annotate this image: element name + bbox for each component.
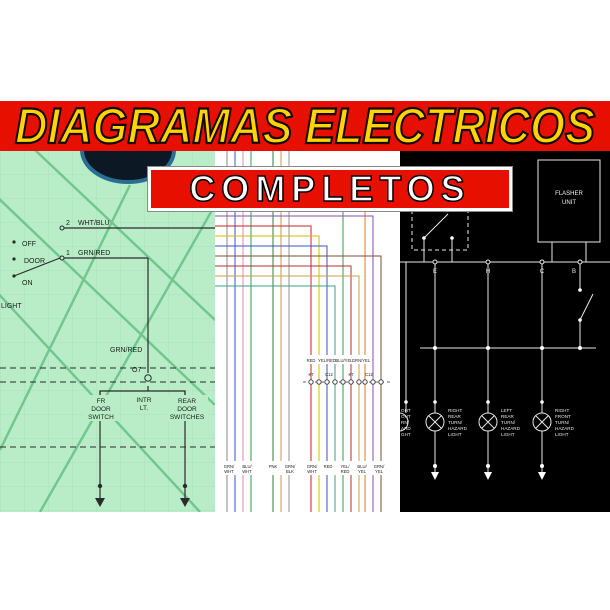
junction-dots [404, 236, 582, 468]
lamp-symbols [400, 412, 552, 432]
wire-color-label: GRN/BLK [285, 464, 296, 474]
wire-color-label: BLU/YEL [357, 464, 367, 474]
poster-subtitle: COMPLETOS [189, 168, 471, 209]
wire-color-label: BLU/YEL [335, 358, 353, 363]
switch-pos-on: ON [22, 280, 33, 287]
switch-dot [12, 240, 16, 244]
connector-label: K7 [308, 372, 314, 377]
connector-label: K7 [348, 372, 354, 377]
wire-pin-2: 2 [66, 220, 70, 227]
wire-label-grn-red-2: GRN/RED [110, 347, 142, 354]
connector-symbol [144, 374, 152, 382]
terminal-e-label: E [433, 269, 437, 275]
wire-pin-1: 1 [66, 250, 70, 257]
terminal-h-label: H [486, 269, 490, 275]
terminal-c-label: C [540, 269, 545, 275]
wire-color-label: RED [324, 464, 333, 469]
connector-o7-label: O7 [132, 367, 141, 374]
terminal-b-label: B [572, 269, 576, 275]
wire-color-label: PNK [269, 464, 278, 469]
switch-pos-off: OFF [22, 241, 36, 248]
wire-color-label: BLU/WHT [242, 464, 252, 474]
ground-symbol [180, 498, 190, 507]
title-banner: DIAGRAMAS ELECTRICOS [0, 96, 610, 155]
harness-dashed-lines [0, 367, 215, 448]
junction-dot [182, 483, 188, 489]
subtitle-banner: COMPLETOS [147, 166, 513, 212]
connector-pins [308, 379, 384, 385]
wire-color-label: YEL/RED [318, 358, 336, 363]
wire-color-label: YEL/RED [340, 464, 350, 474]
connector-label: C12 [325, 372, 333, 377]
contact [59, 225, 65, 231]
switch-pos-door: DOOR [24, 258, 45, 265]
wire-color-label: GRN/YEL [352, 358, 371, 363]
wire-label-wht-blu: WHT/BLU [78, 220, 110, 227]
junction-dot [97, 483, 103, 489]
glare-lines [0, 150, 215, 512]
wire-color-label: RED [307, 358, 316, 363]
mid-label-patches [302, 355, 370, 364]
terminal-pins [432, 259, 583, 265]
switch-dot [12, 257, 16, 261]
bottom-label-patches [220, 461, 388, 475]
poster-title: DIAGRAMAS ELECTRICOS [14, 96, 596, 155]
wire-color-label: GRN/WHT [224, 464, 235, 474]
light-label: LIGHT [1, 303, 22, 310]
contact [59, 255, 65, 261]
switch-dot [12, 274, 16, 278]
ground-symbols [431, 472, 546, 480]
ground-symbol [95, 498, 105, 507]
connector-label: C12 [365, 372, 373, 377]
wire-color-label: GRN/WHT [307, 464, 318, 474]
wire-color-label: GRN/YEL [374, 464, 385, 474]
wire-label-grn-red: GRN/RED [78, 250, 110, 257]
